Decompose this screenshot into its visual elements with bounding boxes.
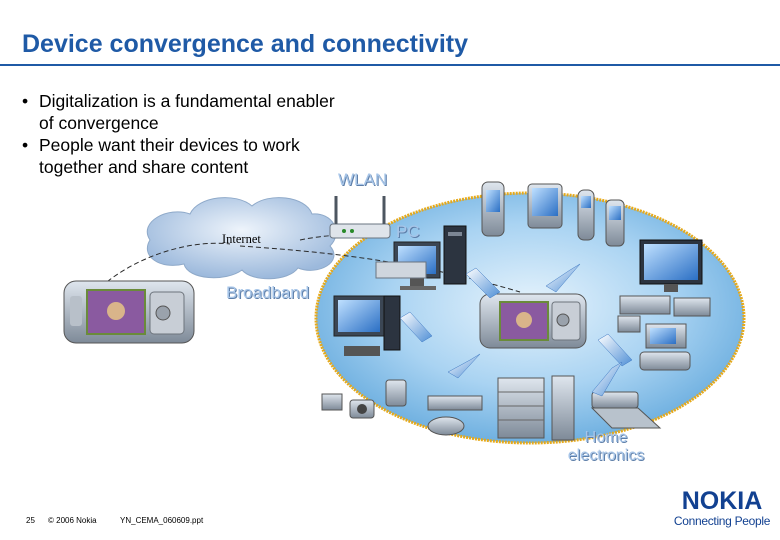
logo-tagline: Connecting People	[673, 514, 771, 528]
copyright-notice: © 2006 Nokia	[48, 516, 97, 525]
game-controller-icon	[427, 416, 465, 436]
pc-monitor-icon	[333, 295, 385, 356]
bullet-item: • Digitalization is a fundamental enable…	[22, 90, 342, 134]
digital-camera-icon	[349, 399, 375, 419]
broadband-label: Broadband	[226, 283, 310, 302]
nokia-phone-icon	[63, 280, 195, 344]
mobile-phone-icon	[605, 199, 625, 247]
internet-cloud	[146, 197, 337, 280]
desktop-pc-icon	[443, 225, 467, 285]
printer-icon	[617, 315, 641, 333]
media-player-icon	[385, 379, 407, 407]
bullet-text: People want their devices to work togeth…	[39, 135, 300, 177]
home-electronics-line: electronics	[567, 447, 645, 464]
dvd-player-icon	[427, 395, 483, 411]
wlan-router-icon	[329, 196, 391, 239]
nokia-logo: NOKIA Connecting People	[672, 488, 772, 528]
bullet-marker: •	[22, 135, 29, 155]
title-underline	[0, 64, 780, 66]
home-electronics-label: Home electronics	[556, 429, 656, 465]
wireless-link-icon	[399, 263, 633, 397]
pda-icon	[481, 181, 505, 237]
bullet-marker: •	[22, 91, 29, 111]
bullet-list: • Digitalization is a fundamental enable…	[22, 90, 342, 178]
logo-wordmark: NOKIA	[681, 487, 763, 515]
crt-tv-icon	[645, 323, 687, 349]
slide-title: Device convergence and connectivity	[22, 30, 469, 58]
projector-icon	[590, 391, 662, 429]
camcorder-icon	[321, 393, 343, 411]
home-electronics-line: Home	[584, 429, 628, 446]
file-name: YN_CEMA_060609.ppt	[120, 516, 204, 525]
game-controller-icon	[639, 351, 691, 371]
flat-tv-icon	[639, 239, 703, 292]
page-number: 25	[26, 516, 35, 525]
nokia-phone-icon	[479, 293, 587, 349]
pda-icon	[527, 183, 563, 229]
internet-label: Internet	[222, 232, 261, 246]
hifi-stereo-icon	[497, 375, 575, 441]
bullet-text: Digitalization is a fundamental enabler …	[39, 91, 335, 133]
laptop-icon	[375, 261, 427, 279]
set-top-box-icon	[619, 295, 711, 317]
cordless-phone-icon	[577, 189, 595, 241]
desktop-pc-icon	[383, 295, 401, 351]
pc-label: PC	[396, 222, 420, 241]
bullet-item: • People want their devices to work toge…	[22, 134, 342, 178]
wlan-label: WLAN	[338, 170, 388, 189]
